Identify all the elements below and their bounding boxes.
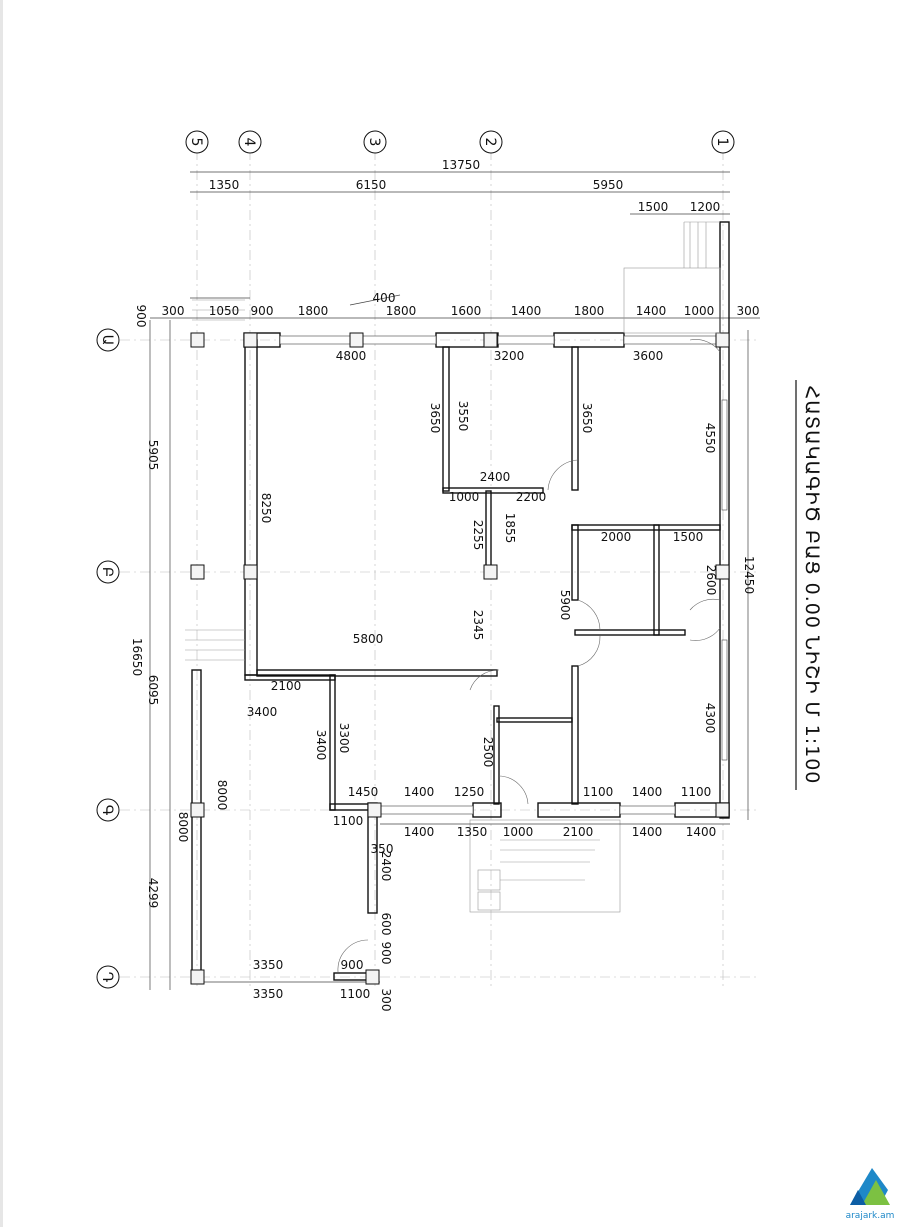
dim-bot2-3350: 3350 bbox=[253, 987, 284, 1001]
dim-2255: 2255 bbox=[471, 520, 485, 551]
dim-row4-900: 900 bbox=[251, 304, 274, 318]
dim-row4-1800b: 1800 bbox=[386, 304, 417, 318]
axis-3: 3 bbox=[366, 138, 382, 147]
axis-2: 2 bbox=[482, 138, 498, 147]
bottom-dimensions: 1400 1350 1000 2100 1400 1400 3350 1100 … bbox=[253, 823, 730, 1012]
dim-4300: 4300 bbox=[703, 703, 717, 734]
dim-1100a: 1100 bbox=[583, 785, 614, 799]
dim-5905: 5905 bbox=[146, 440, 160, 471]
dim-8000b: 8000 bbox=[176, 812, 190, 843]
doors bbox=[337, 339, 721, 973]
dim-top-1200: 1200 bbox=[690, 200, 721, 214]
dim-overall: 13750 bbox=[442, 158, 480, 172]
dim-bot-1000: 1000 bbox=[503, 825, 534, 839]
dim-row4-1800c: 1800 bbox=[574, 304, 605, 318]
dim-row4-300a: 300 bbox=[162, 304, 185, 318]
dim-top-5950: 5950 bbox=[593, 178, 624, 192]
grid-lines bbox=[120, 150, 760, 990]
dim-3650a: 3650 bbox=[428, 403, 442, 434]
arajark-logo: arajark.am bbox=[846, 1168, 895, 1221]
axis-A: Ա bbox=[99, 335, 115, 346]
dim-row4-1400b: 1400 bbox=[636, 304, 667, 318]
axis-B: Բ bbox=[99, 567, 115, 577]
dim-bot-1400c: 1400 bbox=[686, 825, 717, 839]
dim-1250: 1250 bbox=[454, 785, 485, 799]
dim-1855: 1855 bbox=[503, 513, 517, 544]
dim-1500: 1500 bbox=[673, 530, 704, 544]
dim-2000: 2000 bbox=[601, 530, 632, 544]
dim-row4-1050: 1050 bbox=[209, 304, 240, 318]
dim-1000: 1000 bbox=[449, 490, 480, 504]
dim-3300: 3300 bbox=[337, 723, 351, 754]
side-dimensions: 5905 16650 6095 8000 8000 4299 12450 bbox=[130, 440, 756, 909]
dim-bot-1350: 1350 bbox=[457, 825, 488, 839]
dim-2400b: 2400 bbox=[379, 851, 393, 882]
dim-4800: 4800 bbox=[336, 349, 367, 363]
dim-bot-1400b: 1400 bbox=[632, 825, 663, 839]
dim-3550: 3550 bbox=[456, 401, 470, 432]
columns bbox=[190, 332, 730, 985]
dim-1100b: 1100 bbox=[681, 785, 712, 799]
dim-3200: 3200 bbox=[494, 349, 525, 363]
dim-350: 350 bbox=[371, 842, 394, 856]
dim-900h: 900 bbox=[341, 958, 364, 972]
dim-16650: 16650 bbox=[130, 638, 144, 676]
plan-title: ՀԱՏԱԿԱԳԻԾ ԲԱՑ 0.00 ՆԻՇԻ Մ 1:100 bbox=[801, 386, 823, 785]
dim-3650b: 3650 bbox=[580, 403, 594, 434]
dim-3350a: 3350 bbox=[253, 958, 284, 972]
dim-row4-1400a: 1400 bbox=[511, 304, 542, 318]
dim-4550: 4550 bbox=[703, 423, 717, 454]
axis-D: Դ bbox=[99, 972, 115, 983]
page-edge bbox=[0, 0, 3, 1227]
dim-600: 600 bbox=[379, 913, 393, 936]
dim-8000a: 8000 bbox=[215, 780, 229, 811]
dim-row4-400: 400 bbox=[373, 291, 396, 305]
dim-5800: 5800 bbox=[353, 632, 384, 646]
dim-top-1350: 1350 bbox=[209, 178, 240, 192]
axis-4: 4 bbox=[241, 138, 257, 147]
dim-3400h: 3400 bbox=[247, 705, 278, 719]
dim-1400i: 1400 bbox=[404, 785, 435, 799]
dim-8250: 8250 bbox=[259, 493, 273, 524]
dim-6095: 6095 bbox=[146, 675, 160, 706]
dim-5900: 5900 bbox=[558, 590, 572, 621]
dim-2500: 2500 bbox=[481, 737, 495, 768]
axis-G: Գ bbox=[99, 805, 115, 816]
dim-3400v: 3400 bbox=[314, 730, 328, 761]
dim-1450: 1450 bbox=[348, 785, 379, 799]
dim-2345: 2345 bbox=[471, 610, 485, 641]
dim-row4-1000: 1000 bbox=[684, 304, 715, 318]
dim-bot2-300: 300 bbox=[379, 989, 393, 1012]
dim-left-900: 900 bbox=[134, 305, 148, 328]
dim-top-6150: 6150 bbox=[356, 178, 387, 192]
dim-12450: 12450 bbox=[742, 556, 756, 594]
axis-1: 1 bbox=[714, 138, 730, 147]
dim-bot2-1100: 1100 bbox=[340, 987, 371, 1001]
top-dimension-lines bbox=[150, 171, 760, 319]
dim-2600: 2600 bbox=[704, 565, 718, 596]
dim-4299: 4299 bbox=[146, 878, 160, 909]
dim-2200: 2200 bbox=[516, 490, 547, 504]
dim-row4-1800a: 1800 bbox=[298, 304, 329, 318]
logo-text: arajark.am bbox=[846, 1211, 895, 1221]
dim-row4-1600: 1600 bbox=[451, 304, 482, 318]
dim-top-1500: 1500 bbox=[638, 200, 669, 214]
dim-1400j: 1400 bbox=[632, 785, 663, 799]
steps bbox=[185, 221, 721, 913]
walls bbox=[191, 221, 730, 983]
side-dimension-lines bbox=[149, 320, 749, 990]
dim-bot-1400a: 1400 bbox=[404, 825, 435, 839]
axis-bubbles: 5 4 3 2 1 Ա Բ Գ Դ bbox=[96, 130, 735, 989]
dim-1100c: 1100 bbox=[333, 814, 364, 828]
dim-2100: 2100 bbox=[271, 679, 302, 693]
dim-row4-300b: 300 bbox=[737, 304, 760, 318]
dim-3600: 3600 bbox=[633, 349, 664, 363]
dim-900v: 900 bbox=[379, 942, 393, 965]
interior-dimensions: 4800 3200 3600 3650 3550 3650 4550 8250 … bbox=[247, 349, 718, 972]
dim-bot-2100: 2100 bbox=[563, 825, 594, 839]
top-dimensions: 13750 1350 6150 5950 1500 1200 300 1050 … bbox=[134, 158, 759, 327]
axis-5: 5 bbox=[188, 138, 204, 147]
dim-2400a: 2400 bbox=[480, 470, 511, 484]
